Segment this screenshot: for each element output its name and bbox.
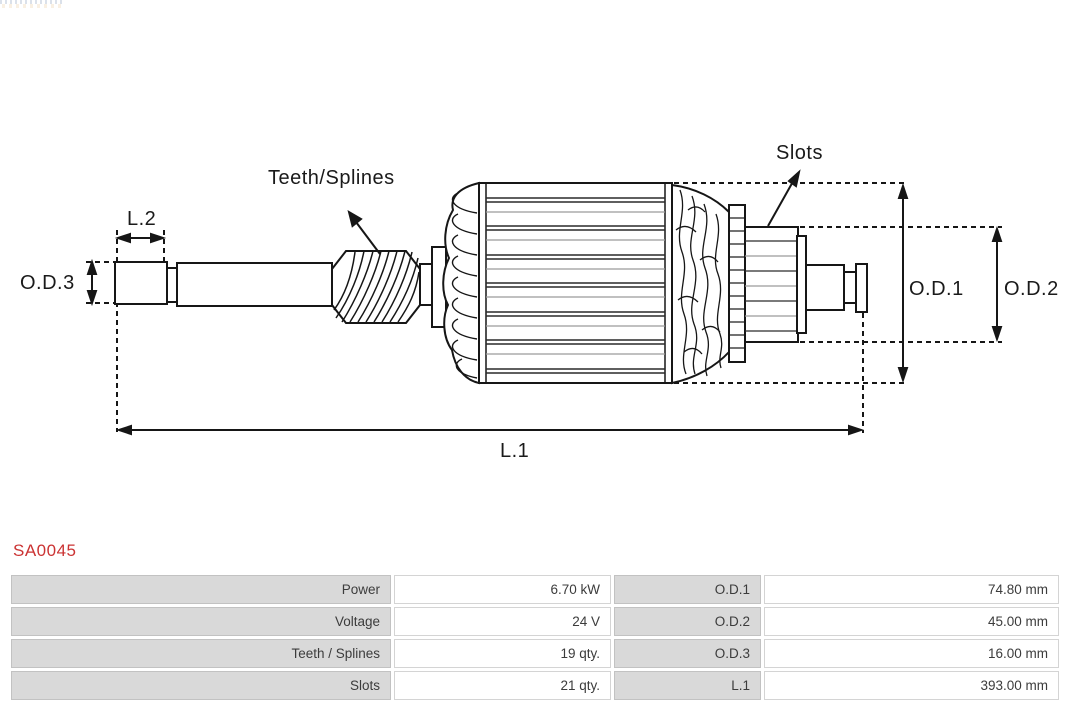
table-row: Slots 21 qty. L.1 393.00 mm [11,671,1059,700]
dimension-arrows [86,182,1003,436]
label-od1: O.D.1 [909,278,964,300]
spec-value: 74.80 mm [764,575,1059,604]
label-od2: O.D.2 [1004,278,1059,300]
extension-dashed-lines [86,182,1002,433]
spec-label: L.1 [614,671,761,700]
spec-value: 24 V [394,607,611,636]
spec-label: Voltage [11,607,391,636]
label-l2: L.2 [127,208,157,230]
spec-label: O.D.2 [614,607,761,636]
label-teeth-splines: Teeth/Splines [268,167,395,189]
shaft-left-end [114,261,333,307]
watermark-logo-fragment [0,0,64,8]
spec-value: 45.00 mm [764,607,1059,636]
label-slots: Slots [776,142,823,164]
spec-value: 393.00 mm [764,671,1059,700]
spec-label: Slots [11,671,391,700]
spec-label: O.D.3 [614,639,761,668]
armature-diagram [86,169,1003,436]
spec-table: Power 6.70 kW O.D.1 74.80 mm Voltage 24 … [8,572,1062,703]
spec-label: O.D.1 [614,575,761,604]
table-row: Teeth / Splines 19 qty. O.D.3 16.00 mm [11,639,1059,668]
spec-label: Power [11,575,391,604]
callout-arrows [347,169,801,255]
spec-label: Teeth / Splines [11,639,391,668]
table-row: Power 6.70 kW O.D.1 74.80 mm [11,575,1059,604]
spline-section [331,246,447,328]
commutator [744,226,799,343]
winding-right [671,183,730,385]
shaft-right-end [796,235,868,334]
armature-core [478,182,673,384]
spec-value: 6.70 kW [394,575,611,604]
spec-value: 19 qty. [394,639,611,668]
label-od3: O.D.3 [20,272,75,294]
label-l1: L.1 [500,440,530,462]
part-number: SA0045 [13,541,77,560]
commutator-risers [728,204,746,363]
spec-value: 21 qty. [394,671,611,700]
spec-value: 16.00 mm [764,639,1059,668]
table-row: Voltage 24 V O.D.2 45.00 mm [11,607,1059,636]
winding-left [442,181,480,385]
